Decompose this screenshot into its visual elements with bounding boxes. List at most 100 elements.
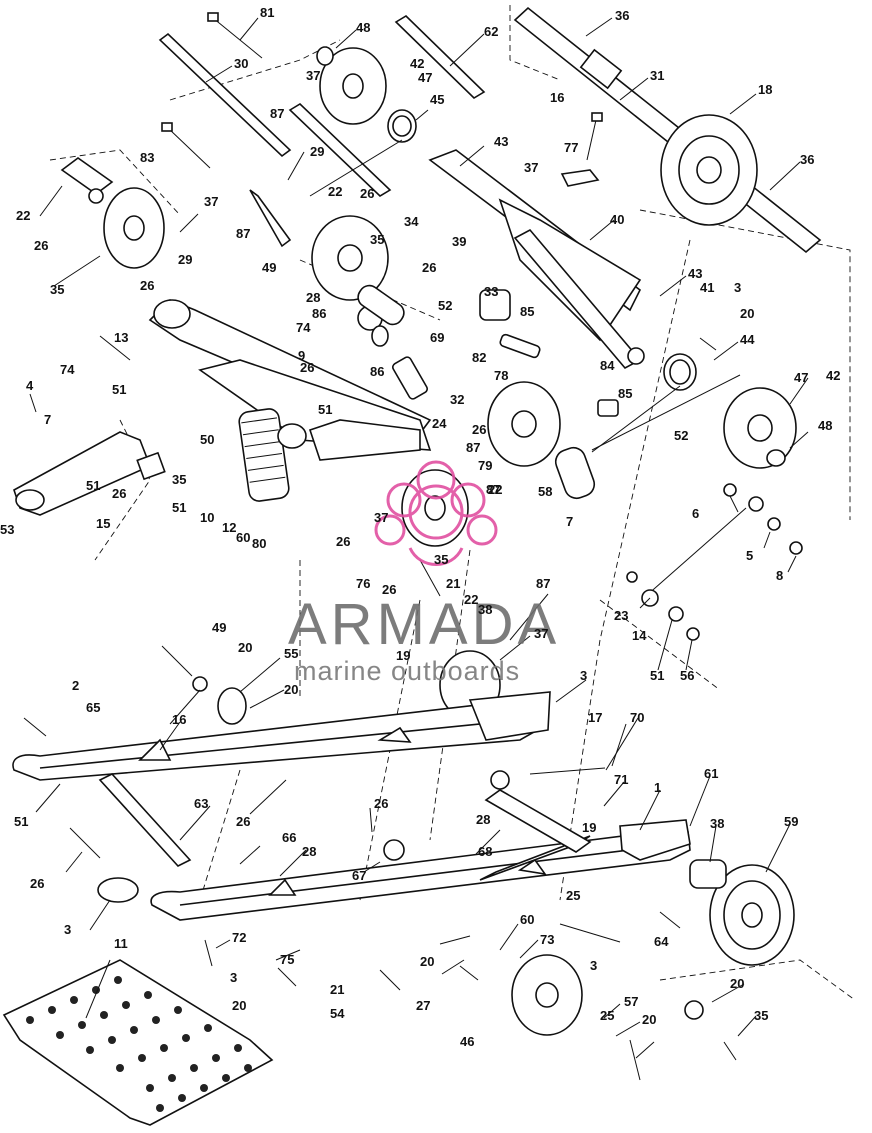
callout-label: 29 (310, 144, 324, 159)
callout-label: 87 (466, 440, 480, 455)
callout-label: 51 (86, 478, 100, 493)
callout-label: 51 (172, 500, 186, 515)
callout-label: 6 (692, 506, 699, 521)
callout-label: 76 (356, 576, 370, 591)
callout-label: 28 (306, 290, 320, 305)
callout-label: 20 (730, 976, 744, 991)
callout-label: 10 (200, 510, 214, 525)
callout-label: 41 (700, 280, 714, 295)
callout-label: 37 (374, 510, 388, 525)
callout-label: 65 (86, 700, 100, 715)
callout-label: 26 (236, 814, 250, 829)
callout-label: 21 (446, 576, 460, 591)
lower-shafts (69, 773, 727, 903)
callout-label: 23 (614, 608, 628, 623)
callout-label: 45 (430, 92, 444, 107)
callout-label: 87 (536, 576, 550, 591)
callout-label: 20 (232, 998, 246, 1013)
callout-label: 84 (600, 358, 615, 373)
callout-label: 86 (312, 306, 326, 321)
callout-label: 22 (328, 184, 342, 199)
rear-arm (428, 149, 645, 370)
callout-label: 86 (370, 364, 384, 379)
bushings (357, 284, 803, 1020)
callout-label: 38 (710, 816, 724, 831)
callout-label: 60 (236, 530, 250, 545)
callout-label: 2 (72, 678, 79, 693)
front-arm-and-shock (148, 299, 432, 502)
callout-label: 20 (642, 1012, 656, 1027)
callout-label: 15 (96, 516, 110, 531)
callout-label: 14 (632, 628, 647, 643)
callout-label: 51 (112, 382, 126, 397)
callout-label: 16 (550, 90, 564, 105)
track-section (2, 959, 274, 1126)
callout-label: 66 (282, 830, 296, 845)
callout-label: 26 (112, 486, 126, 501)
callout-label: 35 (370, 232, 384, 247)
callout-label: 36 (615, 8, 629, 23)
callout-label: 55 (284, 646, 298, 661)
callout-label: 20 (284, 682, 298, 697)
callout-label: 49 (262, 260, 276, 275)
callout-label: 17 (588, 710, 602, 725)
watermark: ARMADA marine outboards (288, 460, 560, 686)
callout-label: 51 (318, 402, 332, 417)
callout-label: 51 (650, 668, 664, 683)
callout-label: 47 (418, 70, 432, 85)
callout-label: 43 (494, 134, 508, 149)
callout-label: 56 (680, 668, 694, 683)
callout-label: 35 (434, 552, 448, 567)
leader-lines (35, 17, 809, 1059)
callout-label: 26 (422, 260, 436, 275)
callout-label: 79 (478, 458, 492, 473)
callout-label: 28 (476, 812, 490, 827)
callout-label: 39 (452, 234, 466, 249)
callout-label: 44 (740, 332, 755, 347)
callout-label: 59 (784, 814, 798, 829)
callout-label: 22 (464, 592, 478, 607)
callout-label: 19 (582, 820, 596, 835)
callout-label: 26 (140, 278, 154, 293)
callout-label: 3 (580, 668, 587, 683)
callout-label: 36 (800, 152, 814, 167)
callout-label: 32 (450, 392, 464, 407)
callout-label: 26 (374, 796, 388, 811)
callout-label: 28 (302, 844, 316, 859)
callout-label: 87 (270, 106, 284, 121)
part-callouts: 81 48 62 36 30 37 42 47 31 87 45 16 18 8… (0, 5, 840, 1049)
callout-label: 20 (740, 306, 754, 321)
watermark-brand: ARMADA (288, 592, 560, 657)
callout-label: 46 (460, 1034, 474, 1049)
callout-label: 22 (488, 482, 502, 497)
callout-label: 71 (614, 772, 628, 787)
callout-label: 57 (624, 994, 638, 1009)
lower-bolts (23, 335, 737, 1081)
callout-label: 13 (114, 330, 128, 345)
callout-label: 26 (34, 238, 48, 253)
callout-label: 4 (26, 378, 34, 393)
callout-label: 74 (296, 320, 311, 335)
callout-label: 20 (420, 954, 434, 969)
callout-label: 74 (60, 362, 75, 377)
upper-bolts (161, 12, 603, 187)
callout-label: 83 (140, 150, 154, 165)
callout-label: 3 (590, 958, 597, 973)
watermark-logo-icon (374, 460, 498, 566)
callout-label: 43 (688, 266, 702, 281)
callout-label: 26 (472, 422, 486, 437)
callout-label: 26 (336, 534, 350, 549)
callout-label: 50 (200, 432, 214, 447)
callout-label: 67 (352, 868, 366, 883)
callout-label: 21 (330, 982, 344, 997)
callout-label: 18 (758, 82, 772, 97)
callout-label: 58 (538, 484, 552, 499)
callout-label: 37 (204, 194, 218, 209)
callout-label: 27 (416, 998, 430, 1013)
callout-label: 8 (776, 568, 783, 583)
callout-label: 52 (438, 298, 452, 313)
callout-label: 61 (704, 766, 718, 781)
torsion-springs (309, 109, 697, 453)
callout-label: 40 (610, 212, 624, 227)
